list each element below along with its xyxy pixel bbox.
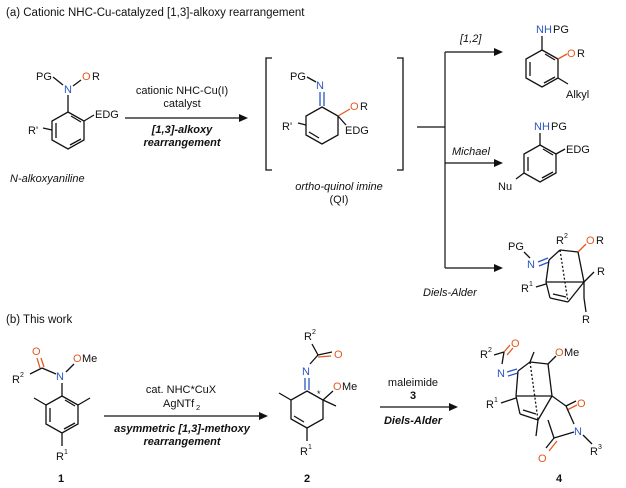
intermediate-b-ome-me: Me	[342, 381, 357, 393]
conditions-a: cationic NHC-Cu(I) catalyst [1,3]-alkoxy…	[125, 85, 248, 149]
product-a2-pg: PG	[551, 121, 567, 133]
product-b-r2sup: 2	[488, 347, 492, 354]
intermediate-b-r2: R	[304, 331, 312, 343]
bracket-right	[397, 57, 404, 171]
section-a-heading: (a) Cationic NHC-Cu-catalyzed [1,3]-alko…	[6, 7, 305, 19]
product-a1-nh: NH	[536, 24, 552, 36]
reactant-a-n: N	[64, 84, 72, 96]
reactant-b-o: O	[32, 346, 41, 358]
intermediate-a-rprime: R'	[282, 121, 292, 133]
conditions-b2-line2: 3	[410, 390, 416, 402]
product-b-ome-me: Me	[564, 347, 579, 359]
conditions-b1-line2: AgNTf	[163, 398, 195, 410]
intermediate-a: PG N O R EDG R' ortho-quinol imine (QI)	[265, 57, 404, 206]
product-a2: NH PG EDG Nu	[498, 121, 590, 193]
product-a1-r: R	[577, 48, 585, 60]
reactant-b: O R 2 N O Me R 1 1	[12, 346, 97, 485]
branch-arrows: [1,2] Michael Diels-Alder	[417, 33, 503, 299]
conditions-b2-line3: Diels-Alder	[384, 415, 443, 427]
product-b-o3: O	[538, 453, 547, 465]
intermediate-b-r1: R	[300, 446, 308, 458]
intermediate-b-o: O	[334, 349, 343, 361]
conditions-b2-line1: maleimide	[388, 377, 438, 389]
reactant-b-r2sup: 2	[20, 372, 24, 379]
intermediate-a-abbr: (QI)	[330, 194, 349, 206]
reactant-b-r1: R	[56, 451, 64, 463]
product-b-r1: R	[486, 399, 494, 411]
reactant-a-name: N-alkoxyaniline	[10, 173, 85, 185]
path-label-12: [1,2]	[459, 33, 482, 45]
product-b-n2: N	[574, 426, 582, 438]
intermediate-a-name: ortho-quinol imine	[295, 181, 382, 193]
intermediate-b: R 2 O N * O Me R 1 2	[278, 329, 357, 485]
product-b-label: 4	[556, 473, 563, 485]
reactant-a-edg: EDG	[95, 109, 119, 121]
product-a3-r2: R	[556, 235, 564, 247]
product-a3-rb: R	[582, 314, 590, 326]
reactant-b-r1sup: 1	[64, 449, 68, 456]
product-b-r1sup: 1	[494, 397, 498, 404]
intermediate-b-r1sup: 1	[308, 444, 312, 451]
intermediate-b-label: 2	[304, 473, 310, 485]
intermediate-a-o: O	[350, 101, 359, 113]
intermediate-a-pg: PG	[290, 71, 306, 83]
conditions-b1-line4: rearrangement	[143, 436, 221, 448]
conditions-a-line2: catalyst	[163, 98, 200, 110]
product-a3-r1sup: 1	[529, 281, 533, 288]
intermediate-a-edg: EDG	[345, 125, 369, 137]
product-a3-ra: R	[597, 266, 605, 278]
product-a3-n: N	[527, 259, 535, 271]
product-a3-pg: PG	[508, 241, 524, 253]
product-a3-o: O	[586, 235, 595, 247]
reactant-b-ome-me: Me	[82, 353, 97, 365]
product-a2-nu: Nu	[498, 181, 512, 193]
product-a3-r1: R	[521, 283, 529, 295]
reactant-b-n: N	[56, 371, 64, 383]
product-a3-r: R	[596, 235, 604, 247]
conditions-b2: maleimide 3 Diels-Alder	[380, 377, 458, 427]
product-b-o2: O	[577, 398, 586, 410]
product-a3-r2sup: 2	[564, 233, 568, 240]
reactant-a-r: R	[92, 71, 100, 83]
intermediate-a-r: R	[360, 101, 368, 113]
product-b-n1: N	[497, 368, 505, 380]
product-a2-edg: EDG	[566, 144, 590, 156]
product-a2-nh: NH	[534, 121, 550, 133]
product-a1-pg: PG	[553, 24, 569, 36]
product-a1: NH PG O R Alkyl	[525, 24, 589, 101]
conditions-a-line3: [1,3]-alkoxy	[151, 124, 213, 136]
product-b-r2: R	[480, 349, 488, 361]
product-b-r3sup: 3	[598, 444, 602, 451]
reactant-b-r2: R	[12, 374, 20, 386]
reactant-b-label: 1	[58, 473, 64, 485]
reactant-a-pg: PG	[36, 71, 52, 83]
product-b-ome-o: O	[555, 347, 564, 359]
product-b: R 2 O N O Me R 1 O	[480, 338, 602, 485]
product-b-r3: R	[590, 446, 598, 458]
product-a1-alkyl: Alkyl	[566, 89, 589, 101]
conditions-a-line4: rearrangement	[143, 137, 221, 149]
product-a1-o: O	[567, 48, 576, 60]
product-a3: PG N R 2 O R R 1 R R	[508, 233, 605, 326]
reactant-b-ome-o: O	[73, 353, 82, 365]
path-label-diels-alder: Diels-Alder	[423, 287, 478, 299]
conditions-b1-line1: cat. NHC*CuX	[146, 384, 217, 396]
conditions-b1-line2sub: 2	[196, 403, 200, 412]
intermediate-a-n: N	[316, 80, 324, 92]
product-b-o1: O	[511, 338, 520, 350]
conditions-b1: cat. NHC*CuX AgNTf 2 asymmetric [1,3]-me…	[104, 384, 268, 448]
reactant-a-rprime: R'	[28, 125, 38, 137]
intermediate-b-ome-o: O	[333, 381, 342, 393]
intermediate-b-r2sup: 2	[312, 329, 316, 336]
path-label-michael: Michael	[452, 146, 490, 158]
intermediate-b-star: *	[317, 389, 321, 399]
reactant-a-o: O	[82, 71, 91, 83]
intermediate-b-n: N	[302, 366, 310, 378]
reactant-a: PG N O R EDG R' N-alkoxyaniline	[10, 71, 119, 185]
conditions-a-line1: cationic NHC-Cu(I)	[136, 85, 228, 97]
section-b-heading: (b) This work	[6, 314, 72, 326]
bracket-left	[265, 57, 272, 171]
conditions-b1-line3: asymmetric [1,3]-methoxy	[114, 423, 251, 435]
